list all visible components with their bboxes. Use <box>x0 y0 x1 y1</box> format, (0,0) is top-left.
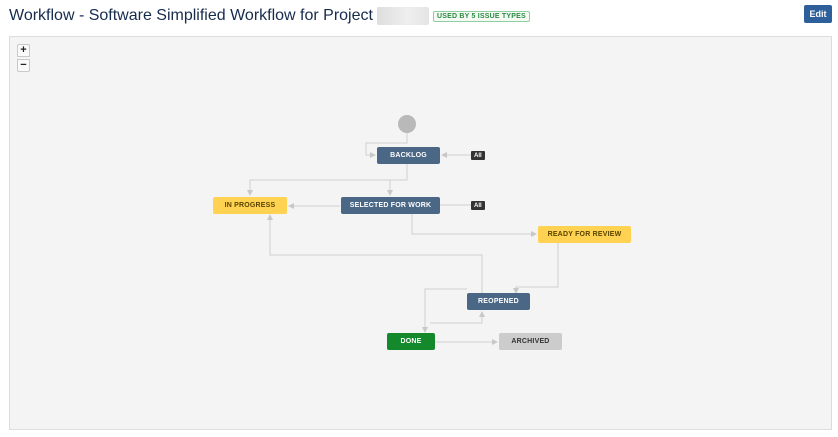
transition-done-reopened <box>430 311 485 324</box>
transition-ready-reopened <box>513 243 559 294</box>
status-in-progress[interactable]: IN PROGRESS <box>213 197 287 214</box>
zoom-out-button[interactable]: − <box>17 59 30 72</box>
redacted-project-name <box>376 7 429 25</box>
page-title: Workflow - Software Simplified Workflow … <box>9 7 373 24</box>
global-transition-backlog[interactable]: All <box>471 151 485 160</box>
zoom-in-button[interactable]: + <box>17 44 30 57</box>
status-done[interactable]: DONE <box>387 333 435 350</box>
global-transition-selected[interactable]: All <box>471 201 485 210</box>
issue-types-badge[interactable]: USED BY 5 ISSUE TYPES <box>432 10 530 22</box>
transition-start-backlog <box>365 133 408 158</box>
workflow-diagram-canvas[interactable]: + − BACKLOG All IN PROGRESS SELECTED FOR… <box>9 36 832 430</box>
transition-selected-ready <box>411 214 537 237</box>
transition-reopened-in-progress <box>267 214 483 293</box>
workflow-start-node[interactable] <box>398 115 416 133</box>
transition-lines <box>247 133 559 345</box>
status-ready-for-review[interactable]: READY FOR REVIEW <box>538 226 631 243</box>
status-backlog[interactable]: BACKLOG <box>377 147 440 164</box>
transition-reopened-done <box>422 288 467 333</box>
transition-backlog-in-progress <box>247 164 408 196</box>
edit-button[interactable]: Edit <box>804 5 832 23</box>
status-selected-for-work[interactable]: SELECTED FOR WORK <box>341 197 440 214</box>
status-archived[interactable]: ARCHIVED <box>499 333 562 350</box>
workflow-header: Workflow - Software Simplified Workflow … <box>9 5 530 27</box>
status-reopened[interactable]: REOPENED <box>467 293 530 310</box>
